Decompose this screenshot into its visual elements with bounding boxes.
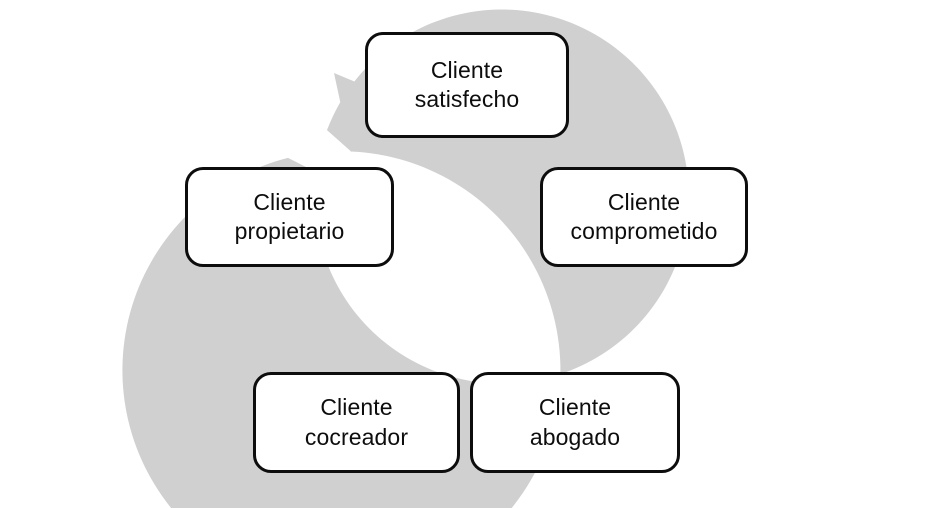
node-cliente-propietario[interactable]: Cliente propietario bbox=[185, 167, 394, 267]
node-label: Cliente comprometido bbox=[570, 188, 718, 244]
node-label: Cliente satisfecho bbox=[414, 56, 520, 112]
node-cliente-abogado[interactable]: Cliente abogado bbox=[470, 372, 680, 473]
node-label: Cliente propietario bbox=[234, 188, 345, 244]
node-cliente-comprometido[interactable]: Cliente comprometido bbox=[540, 167, 748, 267]
node-cliente-cocreador[interactable]: Cliente cocreador bbox=[253, 372, 460, 473]
node-label: Cliente abogado bbox=[529, 394, 621, 450]
node-label: Cliente cocreador bbox=[304, 394, 409, 450]
node-cliente-satisfecho[interactable]: Cliente satisfecho bbox=[365, 32, 569, 138]
